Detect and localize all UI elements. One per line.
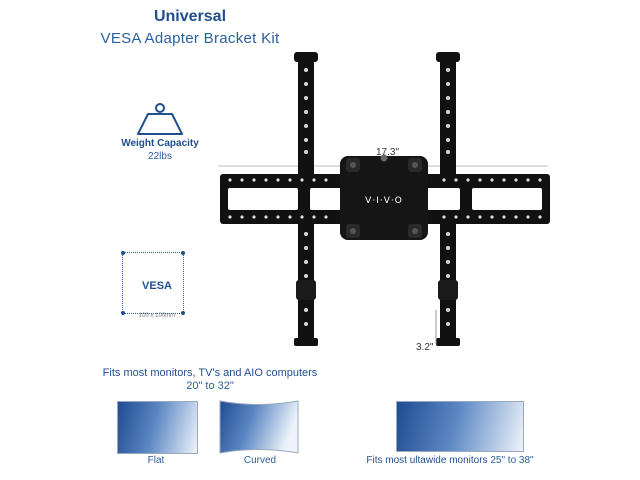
- curved-monitor-image: [219, 400, 299, 454]
- flat-monitor-image: [117, 401, 198, 454]
- ultrawide-caption-text: Fits most ultawide monitors: [366, 455, 488, 466]
- ultrawide-size-range: 25" to 38": [490, 455, 534, 466]
- depth-dimension-label: 3.2": [416, 342, 434, 353]
- width-dimension-label: 17.3": [376, 147, 400, 158]
- page-title: Universal: [153, 8, 227, 25]
- ultrawide-caption: Fits most ultawide monitors 25" to 38": [330, 455, 570, 466]
- flat-caption: Flat: [147, 455, 165, 466]
- vesa-pattern-box: [122, 252, 184, 314]
- weight-capacity-label: Weight Capacity: [121, 138, 199, 149]
- curved-caption: Curved: [243, 455, 277, 466]
- vesa-label: VESA: [142, 280, 172, 292]
- weight-icon: [137, 103, 183, 135]
- page-subtitle: VESA Adapter Bracket Kit: [100, 30, 280, 47]
- weight-capacity-value: 22lbs: [148, 151, 172, 162]
- fits-size-range: 20" to 32": [186, 380, 234, 392]
- bracket-illustration: V·I·V·O: [218, 52, 550, 346]
- vesa-hole-markers: [121, 251, 185, 315]
- brand-logo: V·I·V·O: [365, 196, 403, 206]
- center-adapter-plate: V·I·V·O: [340, 154, 428, 240]
- vesa-size: 100 x 100mm: [138, 313, 176, 319]
- fits-monitors-text: Fits most monitors, TV's and AIO compute…: [102, 367, 318, 379]
- ultrawide-monitor-image: [396, 401, 524, 452]
